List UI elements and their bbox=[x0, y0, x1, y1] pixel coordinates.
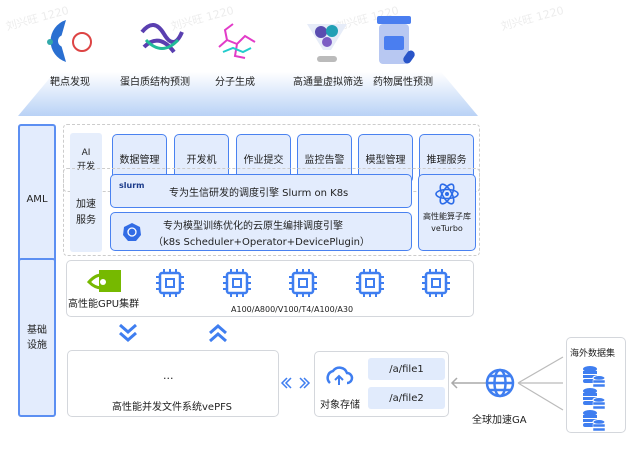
global-accelerator-label: 全球加速GA bbox=[472, 415, 527, 426]
layer-infrastructure: 基础设施 bbox=[18, 258, 56, 417]
gpu-models: A100/A800/V100/T4/A100/A30 bbox=[231, 305, 354, 314]
vepfs-box bbox=[67, 350, 279, 417]
gpu-chip-icon bbox=[287, 267, 319, 299]
down-arrows-icon bbox=[119, 323, 137, 342]
bidirectional-arrow-icon bbox=[280, 377, 311, 389]
nvidia-logo-icon bbox=[87, 270, 121, 292]
virtual-screening-funnel-image bbox=[307, 24, 347, 62]
layer-aml: AML bbox=[18, 124, 56, 274]
molecule-image bbox=[218, 23, 256, 59]
veturbo-label-line1: 高性能算子库 bbox=[423, 212, 471, 221]
app-drug-property: 药物属性预测 bbox=[373, 77, 433, 88]
application-layer-band bbox=[18, 72, 478, 116]
accel-label: 加速服务 bbox=[70, 174, 102, 252]
target-discovery-image bbox=[47, 20, 92, 62]
layer-infra-label: 基础 bbox=[27, 324, 47, 336]
vepfs-label: 高性能并发文件系统vePFS bbox=[112, 402, 233, 413]
app-virtual-screening: 高通量虚拟筛选 bbox=[293, 77, 363, 88]
app-protein-structure: 蛋白质结构预测 bbox=[120, 77, 190, 88]
k8s-card[interactable]: 专为模型训练优化的云原生编排调度引擎 （k8s Scheduler+Operat… bbox=[110, 212, 412, 251]
gpu-chip-icon bbox=[354, 267, 386, 299]
ellipsis: ... bbox=[163, 369, 174, 382]
k8s-text-line1: 专为模型训练优化的云原生编排调度引擎 bbox=[163, 221, 343, 232]
overseas-dataset-label: 海外数据集 bbox=[570, 349, 616, 359]
app-target-discovery: 靶点发现 bbox=[50, 77, 90, 88]
cloud-upload-icon bbox=[326, 366, 354, 385]
accel-group bbox=[63, 168, 480, 256]
ga-connector-lines bbox=[517, 356, 564, 411]
object-storage-box bbox=[314, 351, 449, 417]
slurm-card[interactable]: slurm 专为生信研发的调度引擎 Slurm on K8s bbox=[110, 174, 412, 208]
slurm-text: 专为生信研发的调度引擎 Slurm on K8s bbox=[169, 188, 349, 199]
kubernetes-icon bbox=[123, 223, 141, 241]
gpu-cluster-label: 高性能GPU集群 bbox=[68, 299, 140, 310]
file-item[interactable]: /a/file2 bbox=[368, 387, 445, 409]
layer-aml-label: AML bbox=[26, 193, 48, 205]
gpu-cluster-box bbox=[66, 260, 474, 317]
object-storage-label: 对象存储 bbox=[320, 400, 360, 411]
accel-label-text: 服务 bbox=[76, 215, 96, 226]
protein-structure-image bbox=[140, 23, 184, 54]
gpu-chip-icon bbox=[154, 267, 186, 299]
atom-icon bbox=[435, 183, 459, 205]
veturbo-label-line2: veTurbo bbox=[431, 224, 463, 233]
gpu-chip-icon bbox=[221, 267, 253, 299]
k8s-text-line2: （k8s Scheduler+Operator+DevicePlugin） bbox=[153, 237, 370, 248]
drug-property-bottle-image bbox=[377, 16, 415, 64]
slurm-logo: slurm bbox=[119, 181, 145, 190]
accel-label-text: 加速 bbox=[76, 199, 96, 210]
veturbo-label: 高性能算子库 veTurbo bbox=[419, 211, 475, 235]
globe-icon bbox=[485, 368, 515, 398]
overseas-dataset-box bbox=[566, 337, 626, 433]
gpu-chip-icon bbox=[420, 267, 452, 299]
arrow-to-storage bbox=[450, 377, 490, 389]
layer-infra-label: 设施 bbox=[27, 339, 47, 351]
file-item[interactable]: /a/file1 bbox=[368, 358, 445, 380]
app-molecule-generation: 分子生成 bbox=[215, 77, 255, 88]
ai-dev-label-text: AI bbox=[81, 147, 91, 158]
up-arrows-icon bbox=[209, 324, 227, 343]
veturbo-card[interactable]: 高性能算子库 veTurbo bbox=[418, 174, 476, 251]
ai-dev-label-text: 开发 bbox=[76, 162, 95, 172]
